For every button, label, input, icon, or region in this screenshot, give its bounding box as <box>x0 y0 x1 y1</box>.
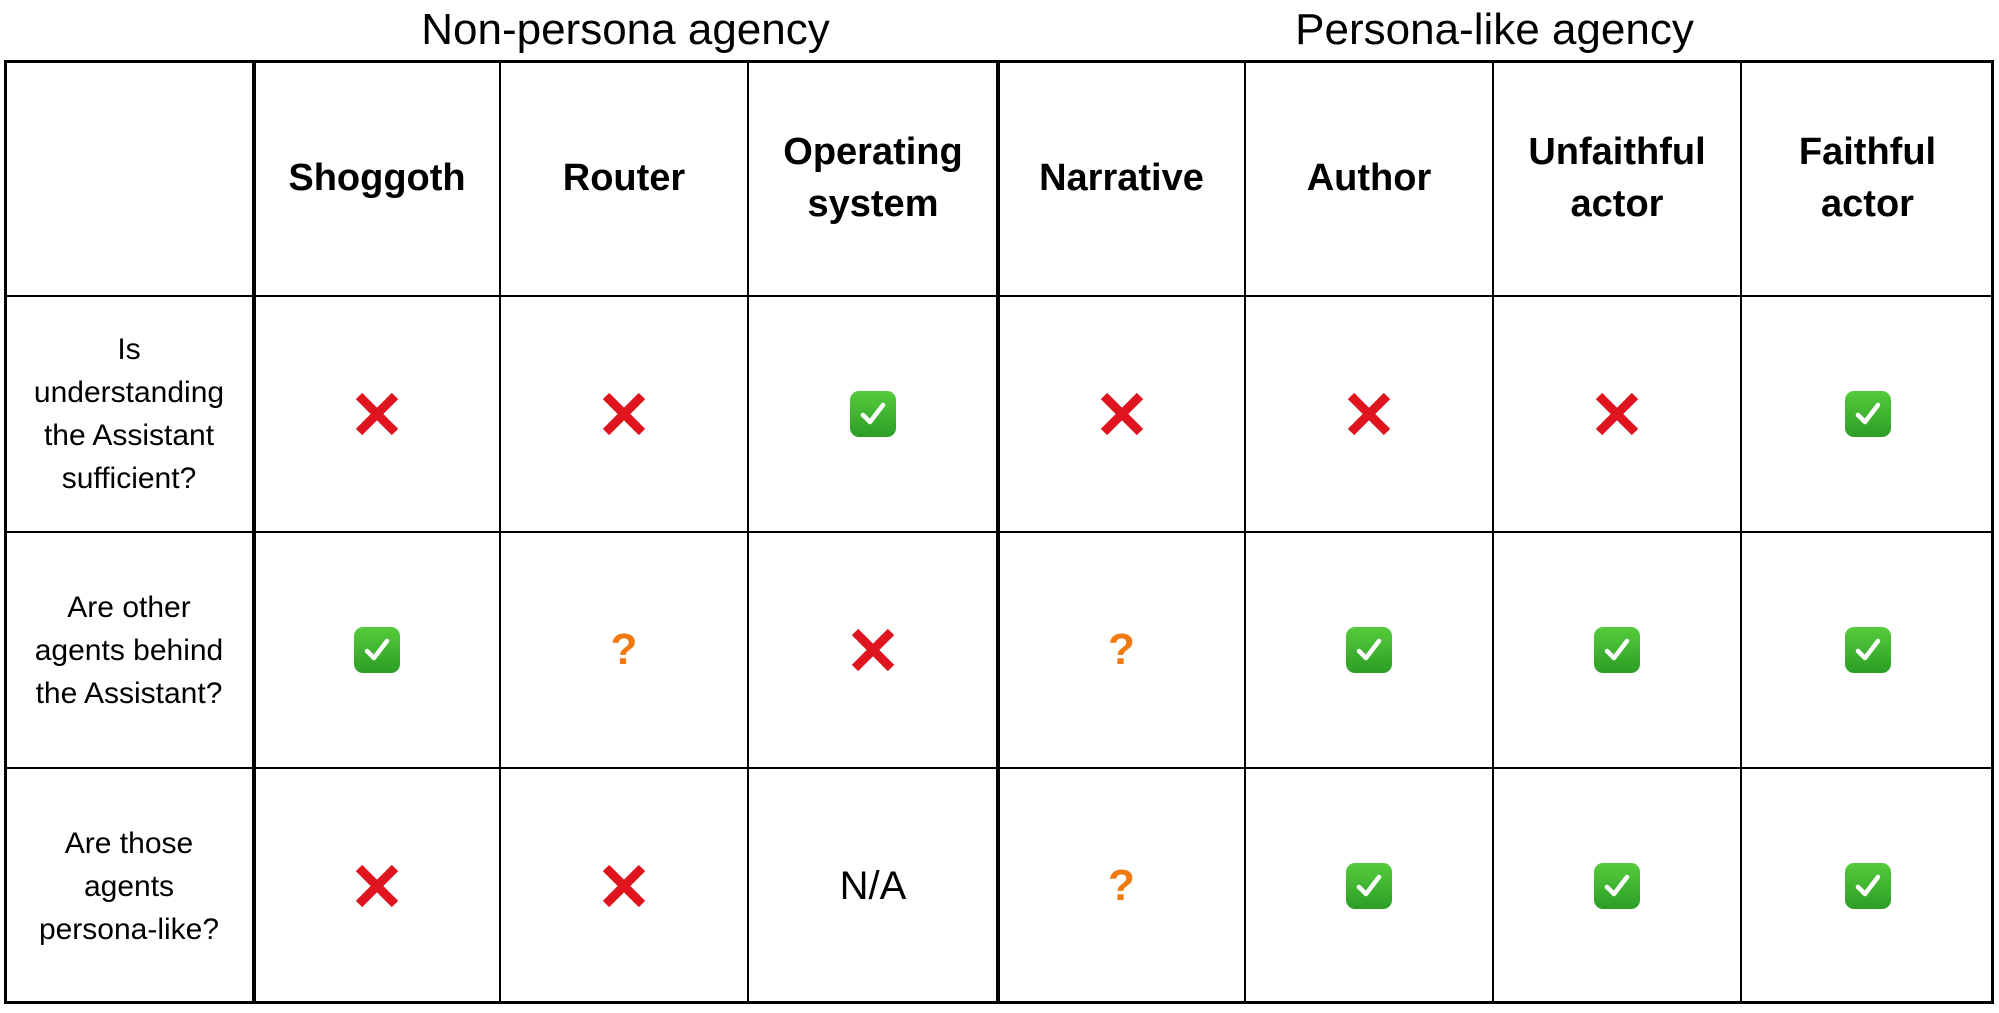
question-mark-icon: ? <box>1108 625 1135 674</box>
table-cell <box>500 296 748 532</box>
row-question-text: persona-like? <box>38 912 220 946</box>
table-cell <box>1493 532 1741 768</box>
check-mark-button-icon <box>1346 627 1392 673</box>
table-cell: ? <box>998 532 1245 768</box>
header-corner-cell <box>4 60 254 296</box>
row-question-text: agents <box>83 869 175 903</box>
cross-mark-icon <box>1593 390 1641 438</box>
row-question-label: Are other agents behind the Assistant? <box>35 586 224 715</box>
table-cell <box>254 768 500 1004</box>
column-header-text: actor <box>1570 183 1664 225</box>
table-cell <box>748 532 998 768</box>
row-question-text: Are other <box>67 590 191 624</box>
check-mark-button-icon <box>1844 863 1891 909</box>
column-header-text: Router <box>562 157 686 199</box>
table-cell <box>1245 296 1493 532</box>
group-label-persona-like-agency: Persona-like agency <box>1295 5 1694 54</box>
table-cell <box>1741 296 1994 532</box>
row-header-cell: Is understanding the Assistant sufficient? <box>4 296 254 532</box>
table-cell <box>254 296 500 532</box>
column-header-label: Faithful actor <box>1799 126 1936 230</box>
check-mark-button-icon <box>1594 863 1640 909</box>
not-applicable-text: N/A <box>839 863 907 908</box>
column-header-text: Unfaithful <box>1528 131 1706 173</box>
cross-mark-icon <box>1345 390 1393 438</box>
column-header-unfaithful: Unfaithful actor <box>1493 60 1741 296</box>
column-header-text: system <box>807 183 939 225</box>
table-cell: N/A <box>748 768 998 1004</box>
table-cell <box>1493 768 1741 1004</box>
table-cell: ? <box>998 768 1245 1004</box>
row-divider-line <box>4 767 1994 769</box>
column-header-text: Shoggoth <box>288 157 466 199</box>
column-header-faithful: Faithful actor <box>1741 60 1994 296</box>
row-question-text: agents behind <box>34 633 224 667</box>
check-mark-button-icon <box>1346 863 1392 909</box>
table-cell <box>1493 296 1741 532</box>
group-label-non-persona-agency: Non-persona agency <box>421 5 830 54</box>
column-header-label: Narrative <box>1039 152 1204 204</box>
column-header-author: Author <box>1245 60 1493 296</box>
row-question-text: Are those <box>64 826 194 860</box>
column-header-label: Unfaithful actor <box>1528 126 1705 230</box>
cross-mark-icon <box>1098 390 1146 438</box>
column-header-text: Faithful <box>1798 131 1937 173</box>
cross-mark-icon <box>600 862 648 910</box>
column-header-router: Router <box>500 60 748 296</box>
check-mark-button-icon <box>1594 627 1640 673</box>
row-question-text: sufficient? <box>61 462 197 495</box>
row-divider-line <box>4 295 1994 297</box>
column-header-label: Router <box>563 152 685 204</box>
check-mark-button-icon <box>1844 627 1891 673</box>
table-cell <box>998 296 1245 532</box>
column-header-text: Operating <box>783 131 963 173</box>
table-cell <box>1245 768 1493 1004</box>
question-mark-icon: ? <box>1108 861 1135 910</box>
table-cell <box>254 532 500 768</box>
table-cell <box>748 296 998 532</box>
cross-mark-icon <box>353 862 401 910</box>
cross-mark-icon <box>600 390 648 438</box>
cross-mark-icon <box>353 390 401 438</box>
check-mark-button-icon <box>354 627 400 673</box>
table-cell <box>500 768 748 1004</box>
check-mark-button-icon <box>1844 391 1891 437</box>
column-header-text: Author <box>1306 157 1432 199</box>
column-header-text: Narrative <box>1039 157 1204 199</box>
column-header-narrative: Narrative <box>998 60 1245 296</box>
row-question-text: Is <box>117 333 141 366</box>
row-question-label: Are those agents persona-like? <box>39 822 219 951</box>
column-header-label: Operating system <box>783 126 962 230</box>
row-divider-line <box>4 531 1994 533</box>
row-question-text: the Assistant <box>43 419 215 452</box>
column-header-label: Shoggoth <box>288 152 465 204</box>
comparison-table: Shoggoth Router Operating system Narrative Au… <box>4 60 1994 1004</box>
table-cell <box>1245 532 1493 768</box>
row-header-cell: Are other agents behind the Assistant? <box>4 532 254 768</box>
cross-mark-icon <box>849 626 897 674</box>
row-question-label: Is understanding the Assistant sufficient? <box>34 328 224 500</box>
column-header-operating: Operating system <box>748 60 998 296</box>
row-question-text: the Assistant? <box>35 676 223 710</box>
column-header-label: Author <box>1307 152 1432 204</box>
table-cell <box>1741 532 1994 768</box>
row-question-text: understanding <box>33 376 225 409</box>
table-cell <box>1741 768 1994 1004</box>
column-header-shoggoth: Shoggoth <box>254 60 500 296</box>
check-mark-button-icon <box>850 391 896 437</box>
column-header-text: actor <box>1821 183 1914 225</box>
table-cell: ? <box>500 532 748 768</box>
question-mark-icon: ? <box>610 625 638 674</box>
row-header-cell: Are those agents persona-like? <box>4 768 254 1004</box>
